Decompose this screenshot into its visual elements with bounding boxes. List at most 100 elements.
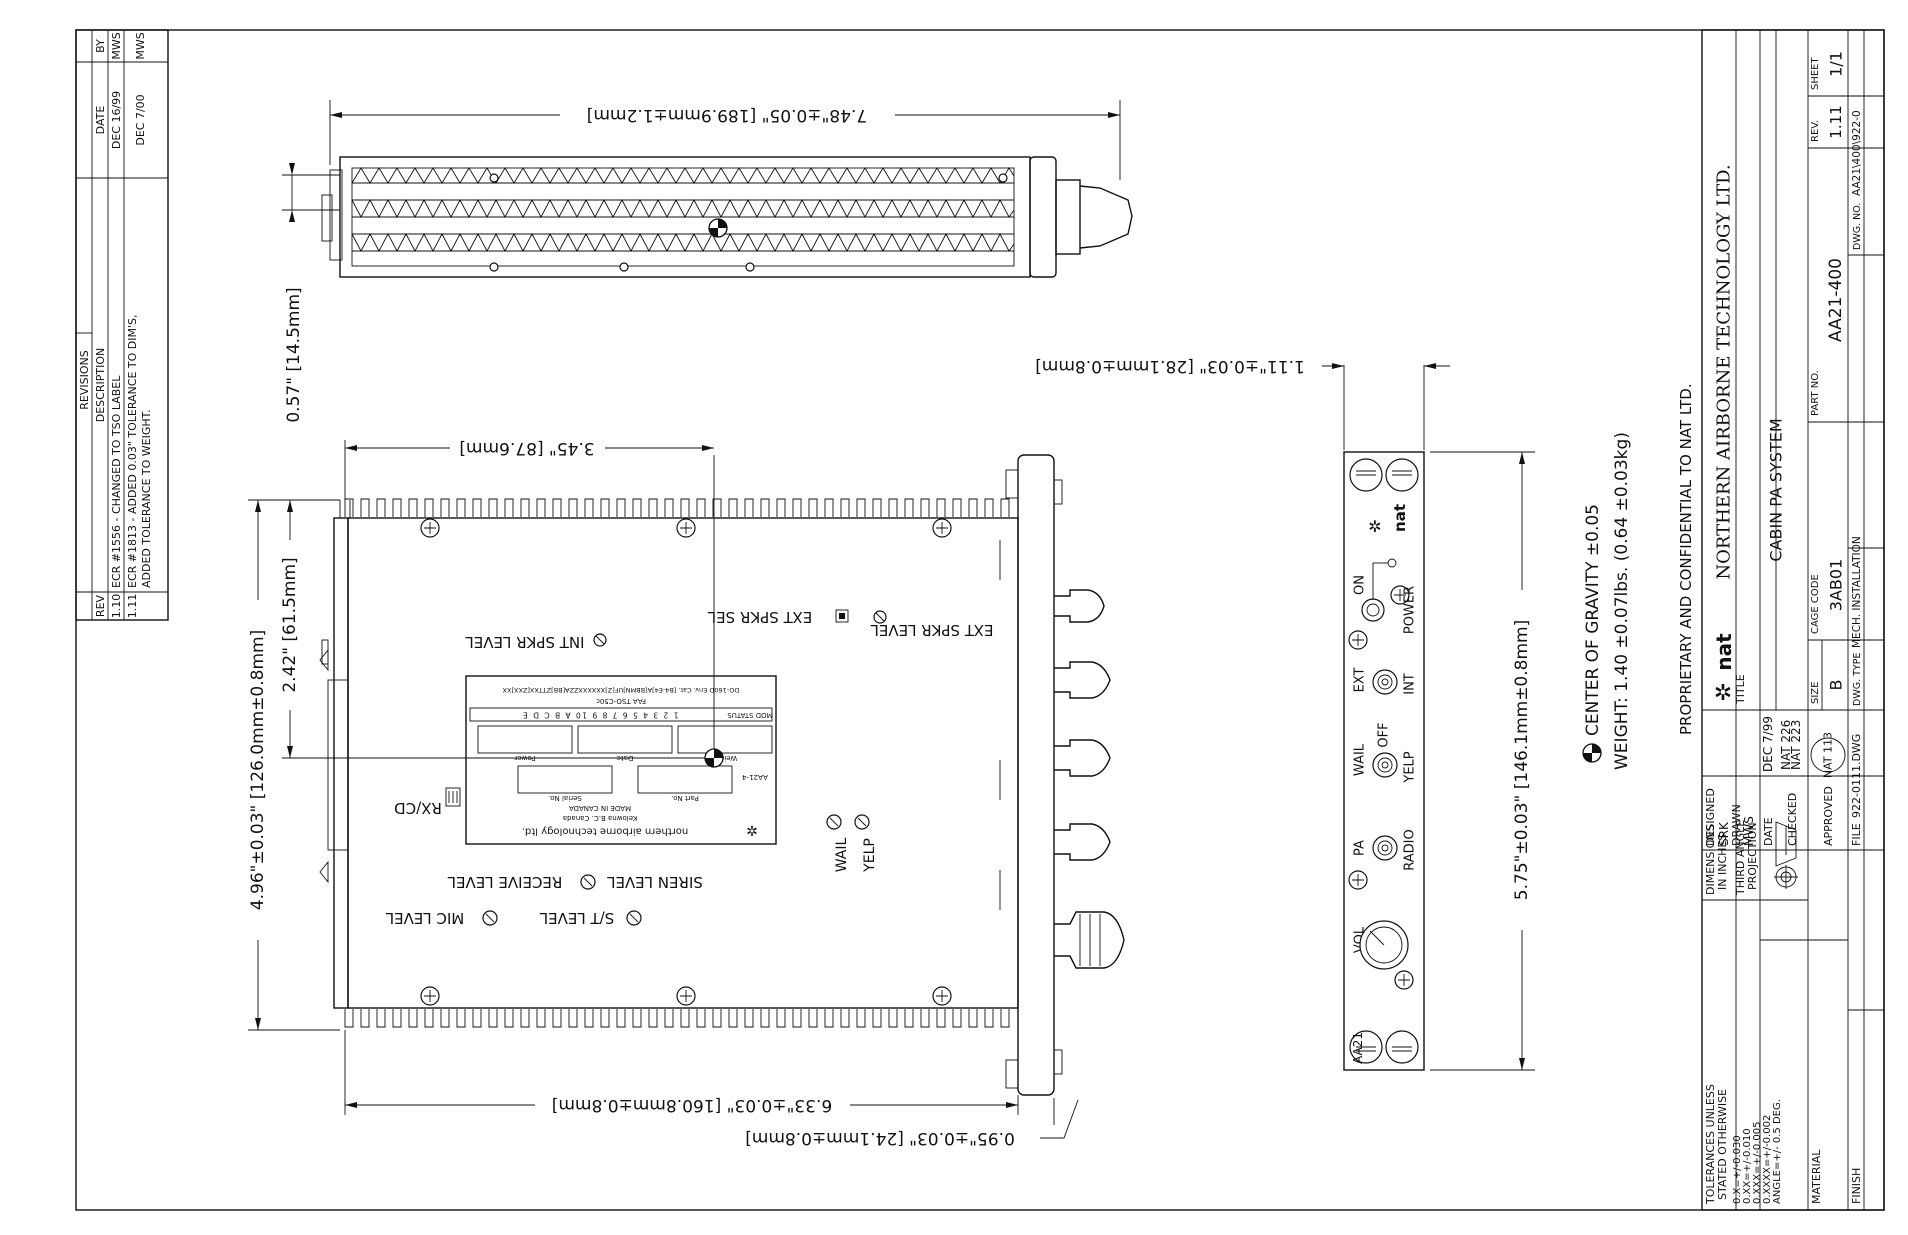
tso-label-environment: DO-160D Env. Cat. [B4-E4]A[BBMN]UF[Z]XXX… [502, 686, 739, 694]
revision-row-by: MWS [134, 32, 147, 59]
tolerance-value: ANGLE=+/- 0.5 DEG. [1772, 1099, 1783, 1204]
side-view-body [347, 517, 1019, 1009]
side-view-screws [420, 518, 952, 1006]
tso-label-mod-digits: 1 2 3 4 5 6 7 8 9 10 A B C D E [522, 711, 679, 720]
side-front-dimension: 0.95"±0.03" [24.1mm±0.8mm] [745, 1128, 1015, 1148]
tso-label: DO-160D Env. Cat. [B4-E4]A[BBMN]UF[Z]XXX… [465, 675, 777, 845]
approver-id: NAT 113 [1822, 732, 1835, 778]
revisions-table: REVISIONS REV DESCRIPTION DATE BY 1.10 E… [75, 29, 169, 621]
designed-label: DESIGNED [1704, 788, 1717, 846]
projection-label: PROJECTION [1746, 822, 1759, 890]
side-half-dimension: 2.42" [61.5mm] [280, 557, 300, 692]
center-of-gravity-symbol [708, 218, 728, 238]
notes: CENTER OF GRAVITY ±0.05 WEIGHT: 1.40 ±0.… [1582, 383, 1695, 770]
tso-label-part: Part No. [671, 794, 699, 802]
radio-label: RADIO [1403, 829, 1418, 870]
revision-row-rev: 1.10 [110, 594, 123, 619]
drawing-number-value: AA21\400\922-0 [1851, 110, 1863, 196]
nat-snowflake-icon: ✲ [746, 824, 758, 840]
size-label: SIZE [1810, 682, 1821, 704]
ext-label: EXT [1353, 668, 1368, 693]
revision-row-date: DEC 7/00 [134, 94, 147, 145]
drawing-type-label: DWG. TYPE [1852, 653, 1863, 706]
weight-note: WEIGHT: 1.40 ±0.07lbs. (0.64 ±0.03kg) [1612, 432, 1632, 770]
revision-row-description-continued: ADDED TOLERANCE TO WEIGHT. [140, 409, 153, 588]
tolerances-title: TOLERANCES UNLESS [1704, 1084, 1717, 1205]
revision-row-by: MWS [110, 32, 123, 59]
by-column-header: BY [94, 39, 107, 53]
on-label: ON [1353, 575, 1368, 595]
part-number-value: AA21-400 [1826, 258, 1846, 342]
front-width-dimension: 1.11"±0.03" [28.1mm±0.8mm] [1035, 356, 1305, 376]
checked-label: CHECKED [1786, 793, 1799, 846]
tso-label-mod-status: MOD STATUS [727, 711, 773, 719]
volume-knob: VOL [1353, 920, 1414, 990]
revision-value: 1.11 [1827, 105, 1845, 138]
approved-label: APPROVED [1822, 786, 1835, 846]
power-switch: ON POWER [1353, 558, 1418, 634]
st-level-label: S/T LEVEL [539, 909, 614, 927]
tolerance-value: 0.XXXX=+/-0.002 [1762, 1115, 1773, 1204]
finish-label: FINISH [1850, 1168, 1863, 1204]
dimensions-unit-label: DIMENSIONS [1704, 825, 1717, 895]
tso-label-company: northern airborne technology ltd. [522, 826, 688, 837]
front-model-label: AA21 [1351, 1032, 1365, 1064]
drawing-title: CABIN PA SYSTEM [1767, 418, 1786, 561]
rx-cd-label: RX/CD [394, 799, 442, 817]
part-number-label: PART NO. [1810, 370, 1821, 416]
top-view: 7.48"±0.05" [189.9mm±1.2mm] 0.57" [14.5m… [282, 100, 1133, 423]
ext-spkr-level-label: EXT SPKR LEVEL [870, 621, 994, 639]
nat-snowflake-icon: ✲ [1368, 517, 1381, 536]
yelp-label: YELP [862, 838, 878, 873]
rev-column-header: REV [94, 594, 107, 617]
third-angle-projection-icon [1774, 821, 1798, 889]
projection-label: THIRD ANGLE [1734, 820, 1747, 896]
revision-label: REV. [1810, 120, 1821, 142]
top-length-dimension: 7.48"±0.05" [189.9mm±1.2mm] [587, 105, 867, 125]
tolerance-value: 0.X=+/-0.030 [1732, 1135, 1743, 1204]
sheet-value: 1/1 [1827, 51, 1846, 77]
drawing-type-value: MECH. INSTALLATION [1851, 536, 1863, 648]
side-view-fins-top [344, 498, 1010, 517]
material-label: MATERIAL [1810, 1149, 1823, 1204]
wail-label: WAIL [834, 838, 850, 873]
side-height-dimension: 4.96"±0.03" [126.0mm±0.8mm] [248, 630, 268, 910]
date-column-header: DATE [94, 106, 107, 135]
power-label: POWER [1403, 586, 1418, 634]
title-block: TOLERANCES UNLESS STATED OTHERWISE 0.X=+… [1701, 29, 1885, 1211]
wail-yelp-switch: WAIL OFF YELP [1353, 722, 1418, 783]
front-wail-label: WAIL [1353, 743, 1368, 776]
tso-label-weight: Weight [713, 754, 738, 762]
date-value: DEC 7/99 [1761, 716, 1775, 772]
pa-label: PA [1353, 840, 1368, 856]
pa-radio-switch: PA RADIO [1348, 829, 1418, 890]
front-view: ✲ nat ON POWER EXT INT WAIL OFF YELP [1035, 356, 1535, 1071]
int-label: INT [1403, 673, 1418, 695]
center-of-gravity-note: CENTER OF GRAVITY ±0.05 [1583, 504, 1603, 736]
front-yelp-label: YELP [1403, 751, 1418, 783]
tolerance-value: 0.XX=+/-0.010 [1742, 1128, 1753, 1204]
revision-row-description: ECR #1556 - CHANGED TO TSO LABEL [110, 375, 123, 588]
revision-row-date: DEC 16/99 [110, 91, 123, 149]
top-offset-dimension: 0.57" [14.5mm] [284, 287, 304, 422]
front-logo: ✲ nat [1368, 504, 1409, 536]
tolerance-value: 0.XXX=+/-0.005 [1752, 1122, 1763, 1204]
drawn-label: DRAWN [1730, 804, 1743, 846]
tso-label-city: Kelowna B.C. Canada [563, 814, 637, 822]
description-column-header: DESCRIPTION [94, 348, 107, 422]
tso-label-made-in: MADE IN CANADA [569, 804, 631, 812]
tso-label-tso-number: FAA TSO-C50c [596, 697, 646, 705]
company-logo-text: nat [1712, 633, 1736, 671]
checker-id: NAT 223 [1789, 720, 1803, 770]
file-label: FILE [1850, 823, 1863, 846]
center-of-gravity-symbol [704, 748, 724, 768]
nat-snowflake-icon: ✲ [1714, 681, 1732, 706]
side-view-adjustment-labels: INT SPKR LEVEL EXT SPKR SEL EXT SPKR LEV… [385, 608, 993, 927]
tolerances-title: STATED OTHERWISE [1716, 1089, 1729, 1200]
checker-id: NAT 226 [1779, 720, 1793, 770]
tso-label-model: AA21-4 [742, 773, 768, 781]
center-of-gravity-symbol [1582, 743, 1602, 763]
speaker-select-switch: EXT INT [1348, 630, 1418, 695]
mic-level-label: MIC LEVEL [385, 909, 464, 927]
